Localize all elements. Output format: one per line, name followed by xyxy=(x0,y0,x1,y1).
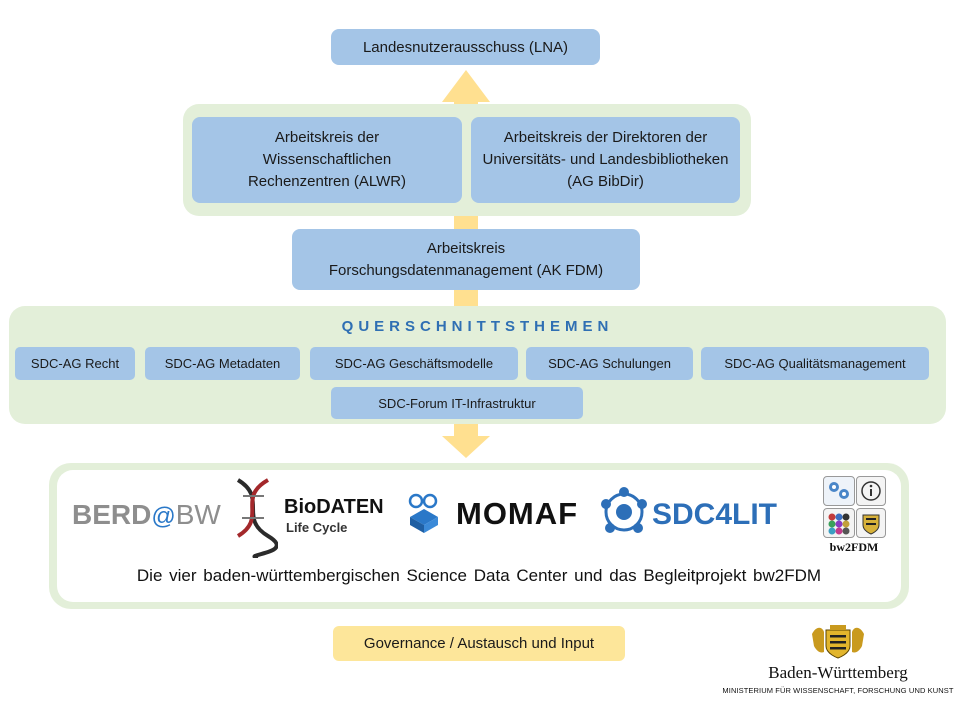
bw2fdm-logo-text: bw2FDM xyxy=(829,540,879,554)
alwr-label: Arbeitskreis der Wissenschaftlichen Rech… xyxy=(247,129,407,190)
lna-label: Landesnutzerausschuss (LNA) xyxy=(362,38,569,56)
sdc4lit-logo-text: SDC4LIT xyxy=(652,498,778,531)
baden-wuerttemberg-crest-icon xyxy=(812,625,864,659)
bw2fdm-logo: bw2FDM xyxy=(821,474,887,558)
centers-inner-panel xyxy=(57,470,901,602)
ministry-name: Baden-Württemberg xyxy=(768,663,908,682)
berd-at-glyph: @ xyxy=(151,503,176,530)
momaf-cube-icon xyxy=(408,493,438,533)
bw2fdm-crest-icon xyxy=(856,508,886,538)
bw2fdm-dots-icon xyxy=(823,508,855,538)
akfdm-line2: Forschungsdatenmanagement (AK FDM) xyxy=(328,261,604,279)
bibdir-label: Arbeitskreis der Direktoren der Universi… xyxy=(482,129,729,190)
sdc4lit-network-icon xyxy=(601,487,647,533)
group-recht: SDC-AG Recht xyxy=(15,347,135,380)
bibdir-box: Arbeitskreis der Direktoren der Universi… xyxy=(471,117,740,203)
lna-box: Landesnutzerausschuss (LNA) xyxy=(331,29,600,65)
akfdm-box: Arbeitskreis Forschungsdatenmanagement (… xyxy=(292,229,640,290)
berd-logo-text: BERD xyxy=(72,499,152,530)
forum-it-infrastruktur-label: SDC-Forum IT-Infrastruktur xyxy=(378,395,536,411)
governance-legend-label: Governance / Austausch und Input xyxy=(363,635,595,652)
group-metadaten: SDC-AG Metadaten xyxy=(145,347,300,380)
flow-arrow-down-head xyxy=(442,436,490,458)
biodaten-logo: BioDATEN Life Cycle xyxy=(228,478,388,558)
bw2fdm-info-icon xyxy=(856,476,886,506)
flow-arrow-shaft-lower xyxy=(454,420,478,438)
governance-legend: Governance / Austausch und Input xyxy=(333,626,625,661)
group-qualitaetsmanagement-label: SDC-AG Qualitätsmanagement xyxy=(724,356,906,371)
biodaten-title: BioDATEN xyxy=(284,496,384,518)
group-geschaeftsmodelle-label: SDC-AG Geschäftsmodelle xyxy=(334,356,494,371)
berd-bw-text: BW xyxy=(175,499,221,530)
group-geschaeftsmodelle: SDC-AG Geschäftsmodelle xyxy=(310,347,518,380)
group-recht-label: SDC-AG Recht xyxy=(30,356,120,371)
group-schulungen-label: SDC-AG Schulungen xyxy=(548,356,671,371)
cross-topics-title: QUERSCHNITTSTHEMEN xyxy=(341,318,614,335)
flow-arrow-up-head xyxy=(442,70,490,102)
ministry-subtitle: MINISTERIUM FÜR WISSENSCHAFT, FORSCHUNG … xyxy=(722,686,954,695)
forum-it-infrastruktur: SDC-Forum IT-Infrastruktur xyxy=(331,387,583,419)
alwr-box: Arbeitskreis der Wissenschaftlichen Rech… xyxy=(192,117,462,203)
akfdm-line1: Arbeitskreis xyxy=(426,239,506,257)
group-qualitaetsmanagement: SDC-AG Qualitätsmanagement xyxy=(701,347,929,380)
dna-helix-icon xyxy=(236,478,278,558)
group-schulungen: SDC-AG Schulungen xyxy=(526,347,693,380)
bw2fdm-gears-icon xyxy=(823,476,855,506)
centers-caption: Die vier baden-württembergischen Science… xyxy=(136,566,822,585)
momaf-logo-text: MOMAF xyxy=(456,496,579,531)
group-metadaten-label: SDC-AG Metadaten xyxy=(164,356,281,371)
biodaten-subtitle: Life Cycle xyxy=(286,520,348,535)
berd-bw-logo: BERD@BW xyxy=(72,499,221,533)
